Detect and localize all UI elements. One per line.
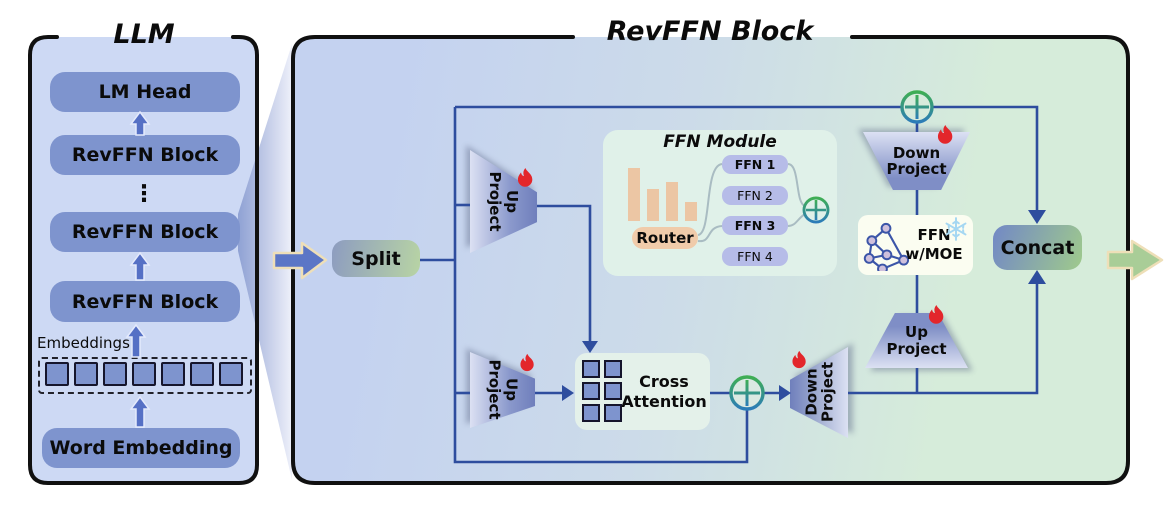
- flame-icon: [937, 124, 953, 144]
- embedding-cell: [161, 362, 185, 386]
- attention-cell: [582, 404, 600, 422]
- up-project-bottom-line2: Project: [486, 359, 504, 420]
- embeddings-label: Embeddings: [37, 334, 130, 352]
- router-block: Router: [632, 227, 698, 249]
- embedding-cell: [132, 362, 156, 386]
- snowflake-icon: [945, 217, 967, 241]
- flame-icon: [517, 167, 533, 187]
- network-icon: [863, 222, 909, 271]
- word-embedding-block: Word Embedding: [42, 428, 240, 468]
- embedding-cells: [45, 362, 243, 386]
- revffn-block-3: RevFFN Block: [50, 281, 240, 322]
- up-project-top-line1: Up: [503, 190, 521, 213]
- down-project-bottom-line2: Project: [818, 361, 837, 423]
- embedding-cell: [74, 362, 98, 386]
- cross-attention-label: Cross Attention: [618, 360, 710, 424]
- attention-cell: [582, 360, 600, 378]
- revffn-block-2: RevFFN Block: [50, 212, 240, 252]
- router-bar: [628, 168, 640, 221]
- revffn-panel-title: RevFFN Block: [606, 16, 814, 47]
- attention-cell: [582, 382, 600, 400]
- embedding-cell: [190, 362, 214, 386]
- projection-beam: [238, 44, 292, 480]
- llm-panel-title: LLM: [113, 19, 175, 50]
- flame-icon: [792, 350, 806, 369]
- ffn-expert-1: FFN 1: [722, 155, 788, 174]
- router-bars: [628, 166, 712, 221]
- router-bar: [666, 182, 678, 221]
- router-bar: [685, 202, 697, 221]
- lm-head-block: LM Head: [50, 72, 240, 112]
- router-bar: [647, 189, 659, 221]
- ffn-expert-3: FFN 3: [722, 216, 788, 235]
- split-block: Split: [332, 240, 420, 277]
- flame-icon: [928, 304, 944, 324]
- up-project-bottom-line1: Up: [502, 378, 521, 401]
- attention-grid: [582, 360, 622, 422]
- ffn-expert-2: FFN 2: [722, 186, 788, 205]
- up-project-top-line2: Project: [486, 171, 505, 232]
- concat-block: Concat: [993, 225, 1082, 270]
- up-project-right-line2: Project: [886, 339, 947, 358]
- ffn-module-title: FFN Module: [663, 132, 777, 152]
- embedding-cell: [219, 362, 243, 386]
- flame-icon: [520, 353, 534, 372]
- ffn-expert-4: FFN 4: [722, 247, 788, 266]
- down-project-top-line2: Project: [886, 160, 947, 178]
- down-project-bottom-line1: Down: [802, 368, 820, 416]
- embedding-cell: [45, 362, 69, 386]
- ffn-moe-line2: w/MOE: [905, 245, 963, 263]
- embedding-cell: [103, 362, 127, 386]
- cross-attention-line1: Cross: [639, 372, 689, 391]
- cross-attention-line2: Attention: [621, 392, 707, 411]
- ellipsis-dots: ⋮: [132, 181, 156, 207]
- revffn-block-1: RevFFN Block: [50, 135, 240, 175]
